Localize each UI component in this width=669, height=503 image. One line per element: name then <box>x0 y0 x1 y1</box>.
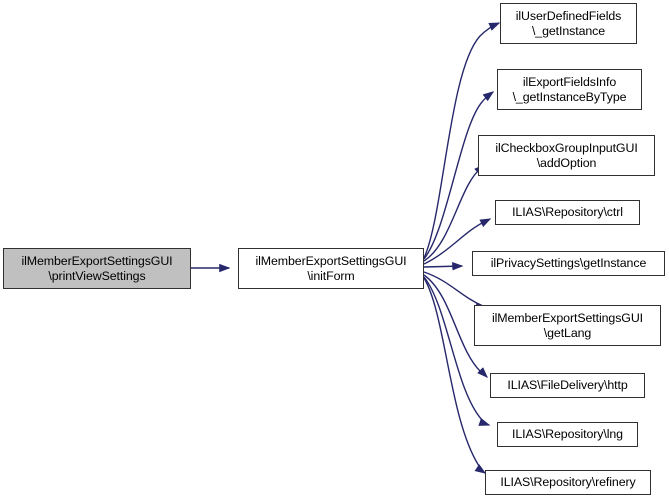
node-repository-ctrl[interactable]: ILIAS\Repository\ctrl <box>495 200 640 225</box>
node-label-line: ilCheckboxGroupInputGUI <box>495 140 638 155</box>
edge-init-form-to-privacy-settings-get-instance <box>423 262 464 271</box>
node-label-line: ILIAS\FileDelivery\http <box>507 378 628 392</box>
node-privacy-settings-get-instance[interactable]: ilPrivacySettings\getInstance <box>472 251 665 276</box>
node-label-line: ilExportFieldsInfo <box>522 74 617 89</box>
node-label-line: \_getInstanceByType <box>512 89 627 104</box>
node-label-line: \_getInstance <box>531 23 606 38</box>
node-label-line: ILIAS\Repository\lng <box>512 427 623 441</box>
edge-init-form-to-checkbox-group-input-gui-add-option <box>423 164 485 262</box>
node-file-delivery-http[interactable]: ILIAS\FileDelivery\http <box>490 373 645 398</box>
node-repository-refinery[interactable]: ILIAS\Repository\refinery <box>485 470 651 495</box>
node-init-form[interactable]: ilMemberExportSettingsGUI\initForm <box>238 248 424 289</box>
node-label-line: ilMemberExportSettingsGUI <box>491 310 644 325</box>
node-print-view-settings[interactable]: ilMemberExportSettingsGUI\printViewSetti… <box>3 248 191 289</box>
edge-init-form-to-repository-lng <box>423 276 491 426</box>
node-label-line: ILIAS\Repository\refinery <box>500 475 636 489</box>
node-repository-lng[interactable]: ILIAS\Repository\lng <box>497 422 638 447</box>
node-export-fields-info-get-instance-by-type[interactable]: ilExportFieldsInfo\_getInstanceByType <box>497 69 642 110</box>
node-checkbox-group-input-gui-add-option[interactable]: ilCheckboxGroupInputGUI\addOption <box>478 135 655 176</box>
node-label-line: \addOption <box>536 155 597 170</box>
node-label-line: ilMemberExportSettingsGUI <box>255 253 407 268</box>
node-user-defined-fields-get-instance[interactable]: ilUserDefinedFields\_getInstance <box>500 3 637 44</box>
node-label-line: ilUserDefinedFields <box>515 8 622 23</box>
node-label-line: ILIAS\Repository\ctrl <box>512 205 623 219</box>
node-label-line: \printViewSettings <box>48 268 146 283</box>
edge-init-form-to-member-export-settings-gui-get-lang <box>423 271 488 312</box>
node-label-line: \initForm <box>307 268 355 283</box>
node-label-line: \getLang <box>543 325 592 340</box>
node-label-line: ilMemberExportSettingsGUI <box>21 253 173 268</box>
node-label-line: ilPrivacySettings\getInstance <box>490 256 647 270</box>
node-member-export-settings-gui-get-lang[interactable]: ilMemberExportSettingsGUI\getLang <box>474 305 661 346</box>
